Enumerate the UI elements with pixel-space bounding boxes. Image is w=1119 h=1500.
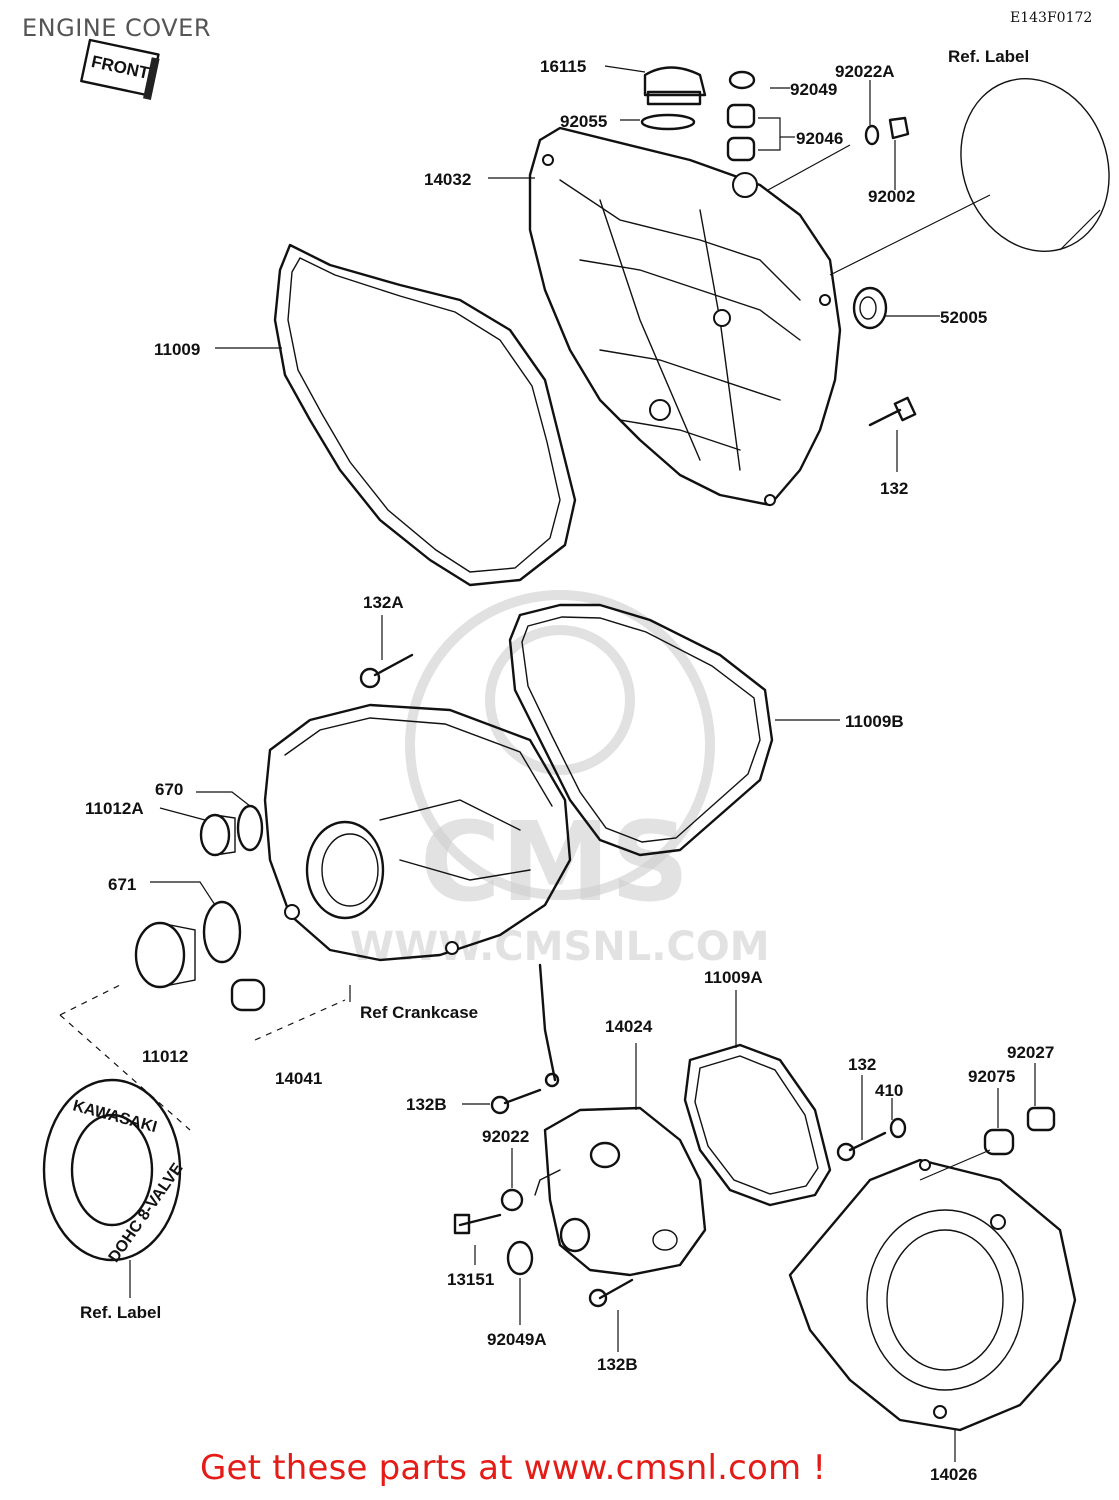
bushing-92075 — [983, 1128, 1015, 1156]
seal-92049 — [728, 70, 756, 90]
callout-92046: 92046 — [796, 129, 843, 148]
callout-92002: 92002 — [868, 187, 915, 206]
bushing-generator — [230, 978, 266, 1012]
callout-92022A: 92022A — [835, 62, 895, 81]
footer-cta-link[interactable]: Get these parts at www.cmsnl.com ! — [200, 1448, 827, 1488]
callout-92049: 92049 — [790, 80, 837, 99]
callout-671: 671 — [108, 875, 136, 894]
callout-132A: 132A — [363, 593, 404, 612]
callout-92055: 92055 — [560, 112, 607, 131]
diagram-code: E143F0172 — [1010, 10, 1093, 26]
callout-132-mid: 132 — [848, 1055, 876, 1074]
plug-92002 — [888, 116, 910, 140]
callout-11012A: 11012A — [85, 799, 144, 818]
callout-92022: 92022 — [482, 1127, 529, 1146]
breather-pipe — [538, 963, 557, 1082]
callout-ref-label-top: Ref. Label — [948, 47, 1029, 66]
callout-11009: 11009 — [154, 340, 200, 359]
watermark-url: WWW.CMSNL.COM — [350, 924, 770, 970]
callout-14024: 14024 — [605, 1017, 653, 1036]
front-arrow-badge: FRONT — [80, 38, 160, 100]
gasket-11009 — [273, 243, 577, 587]
bolt-132B-left — [490, 1088, 542, 1115]
water-pump-14024 — [534, 1106, 707, 1277]
leader-lines — [129, 65, 1101, 1462]
bushing-92046 — [726, 103, 756, 162]
ref-label-text-bottom: DOHC 8-VALVE — [106, 1160, 187, 1266]
callout-11009B: 11009B — [845, 712, 904, 731]
callout-14041: 14041 — [275, 1069, 322, 1088]
callout-92027: 92027 — [1007, 1043, 1054, 1062]
callout-ref-crankcase: Ref Crankcase — [360, 1003, 478, 1022]
callout-132-top: 132 — [880, 479, 908, 498]
callout-132B-bottom: 132B — [597, 1355, 638, 1374]
callout-410: 410 — [875, 1081, 903, 1100]
callout-13151: 13151 — [447, 1270, 494, 1289]
ref-label-disc-top — [960, 78, 1110, 252]
callout-670: 670 — [155, 780, 183, 799]
washer-92022 — [500, 1188, 524, 1212]
gasket-11009B — [508, 603, 774, 857]
bushing-92027 — [1026, 1106, 1056, 1132]
clutch-cover-14032 — [528, 126, 842, 507]
guide-line — [59, 1014, 191, 1131]
callout-ref-label-bottom: Ref. Label — [80, 1303, 161, 1322]
generator-cover-14041 — [263, 703, 572, 962]
ref-label-disc-bottom: KAWASAKI DOHC 8-VALVE — [42, 1078, 187, 1266]
bolt-132-top — [868, 396, 917, 427]
guide-line — [254, 999, 346, 1041]
oil-seal-52005 — [852, 286, 888, 330]
gasket-11009A — [683, 1043, 832, 1207]
bolt-132B-bottom — [588, 1278, 634, 1308]
watermark-logo: CMS WWW.CMSNL.COM — [350, 590, 770, 970]
guide-line — [59, 984, 121, 1016]
callout-11012: 11012 — [142, 1047, 188, 1066]
callout-11009A: 11009A — [704, 968, 763, 987]
oil-seal-92049A — [506, 1240, 534, 1276]
callout-14026: 14026 — [930, 1465, 977, 1484]
pickup-cover-14026 — [788, 1158, 1077, 1432]
page-title: ENGINE COVER — [22, 14, 212, 42]
watermark-brand: CMS — [420, 798, 689, 926]
callout-16115: 16115 — [540, 57, 586, 76]
o-ring-92055 — [640, 113, 696, 131]
callout-92049A: 92049A — [487, 1330, 547, 1349]
callout-labels: 16115 92049 92022A Ref. Label 92055 9204… — [80, 47, 1054, 1484]
plug-11012A — [199, 813, 236, 857]
callout-132B-left: 132B — [406, 1095, 447, 1114]
front-label: FRONT — [90, 52, 152, 83]
bolt-132-mid — [836, 1131, 887, 1162]
o-ring-671 — [202, 900, 242, 964]
callout-14032: 14032 — [424, 170, 471, 189]
o-ring-670 — [236, 804, 264, 852]
bolt-132A — [359, 653, 414, 689]
callout-92075: 92075 — [968, 1067, 1015, 1086]
washer-92022A — [864, 124, 880, 146]
sensor-13151 — [453, 1213, 502, 1235]
callout-52005: 52005 — [940, 308, 987, 327]
cap-11012 — [134, 921, 196, 989]
oil-filler-cap-16115 — [643, 66, 707, 106]
washer-410 — [889, 1117, 907, 1139]
